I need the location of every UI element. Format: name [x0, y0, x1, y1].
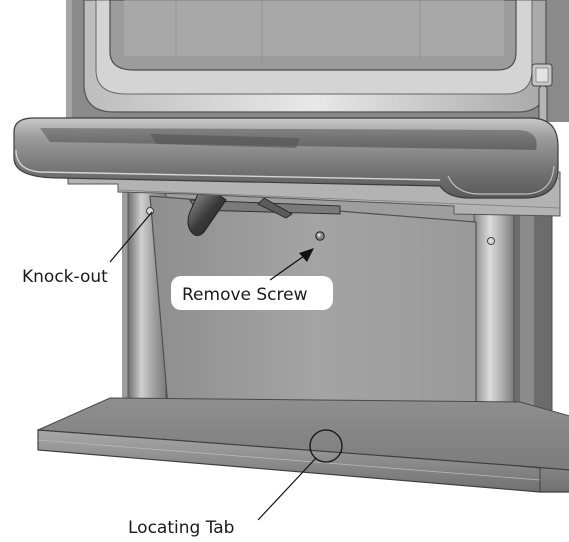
- right-screw-icon: [487, 237, 495, 245]
- remove-screw-label: Remove Screw: [182, 285, 308, 305]
- center-screw-icon: [315, 231, 325, 241]
- hearth-ledge: [13, 117, 559, 199]
- remove-screw-label-box: [171, 276, 333, 310]
- locating-tab-callout: Locating Tab: [128, 457, 317, 538]
- locating-tab-label: Locating Tab: [128, 518, 234, 538]
- right-pillar: [473, 191, 553, 463]
- door-latch: [531, 63, 553, 129]
- remove-screw-callout: Remove Screw: [171, 248, 333, 310]
- arrow-head-icon: [299, 248, 314, 262]
- locating-tab-marker: [309, 429, 343, 463]
- control-lever: [187, 192, 341, 236]
- base-plate: [37, 397, 569, 493]
- knockout-label: Knock-out: [22, 267, 108, 287]
- firebox-body: [66, 0, 569, 122]
- knockout-callout: Knock-out: [22, 211, 153, 287]
